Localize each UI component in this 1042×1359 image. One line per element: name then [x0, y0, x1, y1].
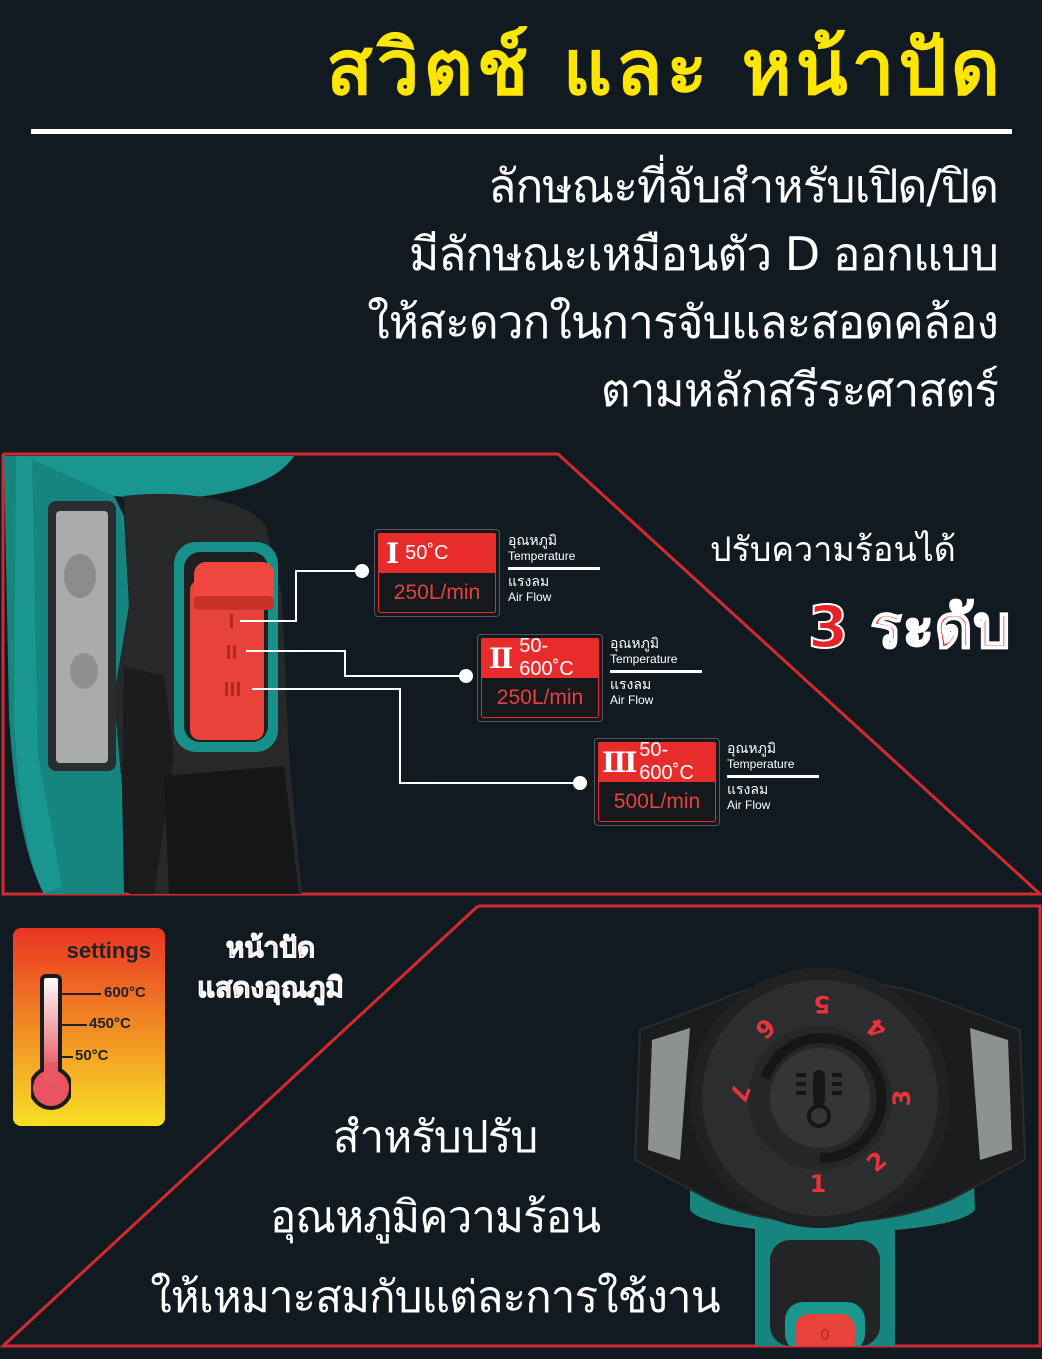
level-roman-numeral: III — [602, 745, 637, 779]
label-divider — [727, 775, 819, 778]
tick-label: 50°C — [75, 1047, 109, 1064]
dial-description-line: อุณหภูมิความร้อน — [269, 1192, 601, 1243]
airflow-label-th: แรงลม — [610, 677, 652, 693]
label-divider — [508, 567, 600, 570]
airflow-label-en: Air Flow — [727, 798, 771, 812]
dial-description-line: สำหรับปรับ — [332, 1112, 539, 1163]
dial-number-1: 1 — [810, 1170, 827, 1198]
level-3-labels: อุณหภูมิ Temperature แรงลม Air Flow — [727, 741, 819, 812]
airflow-value: 250L/min — [378, 573, 496, 613]
airflow-label-th: แรงลม — [727, 782, 769, 798]
temperature-row: II 50-600˚C — [481, 635, 599, 680]
level-1-spec-box: I 50˚C 250L/min — [374, 529, 500, 617]
settings-label: settings — [66, 938, 151, 963]
title-underline — [31, 129, 1012, 134]
temperature-label-th: อุณหภูมิ — [727, 741, 777, 757]
level-roman-numeral: I — [386, 536, 399, 570]
trigger-mark: 0 — [821, 1327, 830, 1344]
adjust-heat-heading: ปรับความร้อนได้ — [710, 530, 956, 570]
description-line: ลักษณะที่จับสำหรับเปิด/ปิด — [488, 159, 999, 213]
tick-450 — [61, 1024, 87, 1026]
tick-label: 600°C — [104, 984, 146, 1001]
dial-illustration: 0 1 2 3 4 5 6 7 — [633, 968, 1027, 1346]
temperature-value: 50-600˚C — [639, 739, 694, 784]
temperature-row: I 50˚C — [378, 533, 496, 573]
tick-label: 450°C — [89, 1015, 131, 1032]
temperature-value: 50-600˚C — [519, 635, 574, 680]
thermometer-settings-card: settings 600°C 450°C 50°C — [13, 928, 165, 1126]
tick-600 — [61, 993, 101, 995]
level-3-spec-box: III 50-600˚C 500L/min — [594, 738, 720, 826]
dial-description: สำหรับปรับ อุณหภูมิความร้อน ให้เหมาะสมกั… — [130, 1098, 740, 1338]
temperature-label-en: Temperature — [610, 652, 678, 666]
temperature-dial-image: 0 1 2 3 4 5 6 7 — [620, 910, 1040, 1346]
temperature-label-th: อุณหภูมิ — [610, 636, 660, 652]
label-divider — [610, 670, 702, 673]
temperature-label-th: อุณหภูมิ — [508, 533, 558, 549]
handle-description: ลักษณะที่จับสำหรับเปิด/ปิด มีลักษณะเหมือ… — [367, 152, 999, 424]
level-2-labels: อุณหภูมิ Temperature แรงลม Air Flow — [610, 636, 702, 707]
airflow-label-en: Air Flow — [610, 693, 654, 707]
display-heading: หน้าปัด แสดงอุณภูมิ — [178, 928, 363, 1008]
description-line: ตามหลักสรีระศาสตร์ — [600, 363, 999, 417]
level-1-labels: อุณหภูมิ Temperature แรงลม Air Flow — [508, 533, 600, 604]
temperature-label-en: Temperature — [727, 757, 795, 771]
dial-number-3: 3 — [888, 1090, 916, 1107]
airflow-value: 500L/min — [598, 782, 716, 822]
thermometer-icon — [31, 974, 71, 1110]
three-levels-badge: 3 ระดับ — [807, 592, 1012, 662]
airflow-value: 250L/min — [481, 678, 599, 718]
dial-number-5: 5 — [814, 990, 831, 1018]
description-line: ให้สะดวกในการจับและสอดคล้อง — [367, 295, 999, 349]
temperature-value: 50˚C — [405, 541, 449, 564]
page-title: สวิตช์ และ หน้าปัด — [326, 23, 1004, 112]
airflow-label-en: Air Flow — [508, 590, 552, 604]
tick-50 — [61, 1056, 73, 1058]
airflow-label-th: แรงลม — [508, 574, 550, 590]
display-heading-line: แสดงอุณภูมิ — [197, 971, 345, 1005]
heat-gun-handle-image — [4, 456, 302, 894]
temperature-row: III 50-600˚C — [598, 739, 716, 784]
level-2-spec-box: II 50-600˚C 250L/min — [477, 634, 603, 722]
level-roman-numeral: II — [489, 641, 513, 675]
display-heading-line: หน้าปัด — [225, 931, 316, 965]
dial-description-line: ให้เหมาะสมกับแต่ละการใช้งาน — [150, 1272, 720, 1323]
description-line: มีลักษณะเหมือนตัว D ออกแบบ — [408, 227, 999, 281]
temperature-label-en: Temperature — [508, 549, 576, 563]
